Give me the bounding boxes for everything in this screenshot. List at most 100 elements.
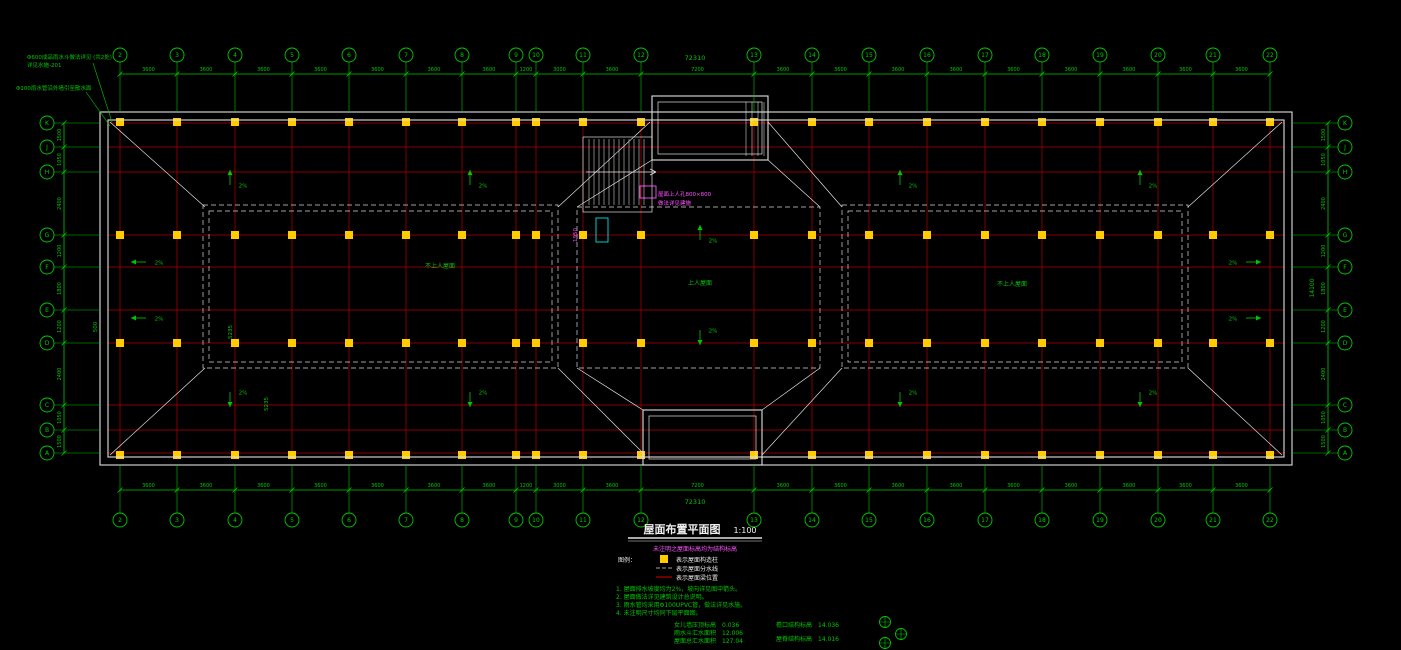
dim-tick [403,71,409,77]
left-ridge-dashed-inner [208,210,553,363]
grid-bubble-label: 22 [1266,52,1274,59]
column-marker [1038,451,1046,459]
dim-tick [232,71,238,77]
dim-text: 1200 [520,67,533,73]
grid-bubble-label: 19 [1096,52,1104,59]
dim-tick [61,450,67,456]
column-marker [231,339,239,347]
column-marker [345,118,353,126]
grid-bubble-label: 18 [1038,517,1046,524]
stat-label: 雨水斗汇水面积 [674,629,716,637]
dim-tick [1267,71,1273,77]
slope-label: 2% [239,184,248,190]
grid-bubble-label: 16 [923,52,931,59]
dim-tick [580,487,586,493]
grid-bubble-label: 2 [118,517,122,524]
column-marker [1154,231,1162,239]
column-marker [402,451,410,459]
column-marker [981,118,989,126]
slope-arrowhead [1137,402,1143,407]
column-marker [532,118,540,126]
dim-tick [1097,71,1103,77]
bottom-notch-inner [648,415,757,460]
dim-text: 3600 [777,67,790,73]
stat-label: 屋面总汇水面积 [674,637,716,645]
grid-bubble-label: B [1343,427,1347,434]
column-marker [458,451,466,459]
annotation-text: 详见水施-201 [27,61,61,69]
roof-outline-inner [107,119,1285,458]
dim-text: 3600 [200,67,213,73]
dim-tick [1210,71,1216,77]
dim-text: 1200 [57,320,63,333]
dim-text: 3600 [1065,67,1078,73]
column-marker [1154,339,1162,347]
dim-tick [1325,232,1331,238]
column-marker [1096,118,1104,126]
dim-text: 2400 [57,368,63,381]
detail-callout-icon [879,637,891,649]
dim-tick [1325,264,1331,270]
slope-label: 2% [479,391,488,397]
detail-callout-icon [879,616,891,628]
grid-bubble-label: 7 [404,52,408,59]
column-marker [116,231,124,239]
dim-tick [1325,307,1331,313]
grid-bubble-label: 8 [460,517,464,524]
slope-label: 2% [1149,391,1158,397]
column-markers [116,118,1274,459]
dim-tick [459,71,465,77]
slope-arrowhead [131,259,136,265]
column-marker [1096,451,1104,459]
dim-text: 1800 [57,282,63,295]
dim-text: 3600 [606,67,619,73]
dim-tick [403,487,409,493]
grid-bubble-label: 6 [347,52,351,59]
slope-label: 2% [1229,261,1238,267]
slope-label: 2% [709,239,718,245]
dim-tick [117,487,123,493]
slope-arrowhead [227,170,233,175]
column-marker [345,231,353,239]
column-marker [579,451,587,459]
slope-label: 2% [239,391,248,397]
slope-arrowhead [1137,170,1143,175]
grid-bubble-label: J [45,144,48,151]
annotation-text: 500 [93,321,99,332]
grid-bubble-label: 5 [290,52,294,59]
dim-text: 3600 [777,483,790,489]
dim-text: 1200 [57,245,63,258]
dim-text: 1500 [57,129,63,142]
grid-bubble-label: H [1343,169,1348,176]
dim-text: 3600 [483,67,496,73]
column-marker [458,231,466,239]
dim-tick [459,487,465,493]
dim-tick [1325,450,1331,456]
slope-arrowhead [1256,259,1261,265]
dim-tick [346,487,352,493]
column-marker [808,339,816,347]
dim-tick [580,71,586,77]
dim-text: 3600 [257,483,270,489]
dim-text: 3600 [834,483,847,489]
dim-text: 3600 [371,67,384,73]
slope-arrowhead [131,315,136,321]
legend-column-swatch [660,555,668,563]
grid-bubble-label: 17 [981,52,989,59]
note-line: 3. 雨水管均采用Φ100UPVC管，做法详见水施。 [616,601,746,609]
grid-bubble-label: 2 [118,52,122,59]
grid-bubble-label: 12 [637,52,645,59]
grid-dimension-layer: 2233445566778899101011111212131314141515… [39,47,1353,528]
left-ridge-dashed-outer [202,204,559,369]
column-marker [116,118,124,126]
legend-item-label: 表示屋面分水线 [676,565,718,573]
note-line: 4. 未注明尺寸均同下层平面图。 [616,609,702,617]
dim-tick [513,487,519,493]
stat-value: 12.006 [722,630,743,637]
building-outline-group [99,95,1293,466]
note-line: 1. 屋面排水坡度均为2%，坡向详见图中箭头。 [616,585,741,593]
column-marker [808,451,816,459]
dim-tick [533,71,539,77]
